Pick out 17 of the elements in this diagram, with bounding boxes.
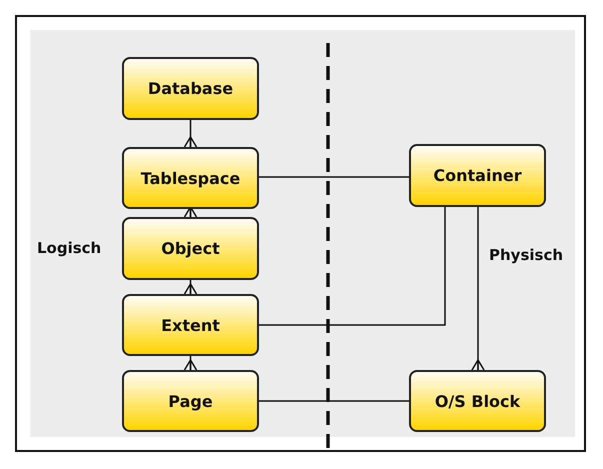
entity-box: Tablespace bbox=[122, 147, 259, 209]
connector-line bbox=[184, 356, 198, 371]
connector-line bbox=[184, 280, 198, 295]
entity-box: Container bbox=[409, 144, 546, 207]
side-label: Physisch bbox=[489, 246, 564, 264]
entity-box: Object bbox=[122, 217, 259, 280]
entity-box: O/S Block bbox=[409, 370, 546, 432]
entity-box: Database bbox=[122, 57, 259, 120]
entity-box: Extent bbox=[122, 294, 259, 356]
connector-line bbox=[259, 207, 446, 326]
connector-line bbox=[259, 176, 409, 178]
connector-line bbox=[184, 206, 198, 218]
connector-line bbox=[471, 207, 485, 371]
entity-box: Page bbox=[122, 370, 259, 432]
connector-line bbox=[259, 400, 409, 402]
side-label: Logisch bbox=[37, 239, 102, 257]
connector-line bbox=[184, 120, 198, 148]
